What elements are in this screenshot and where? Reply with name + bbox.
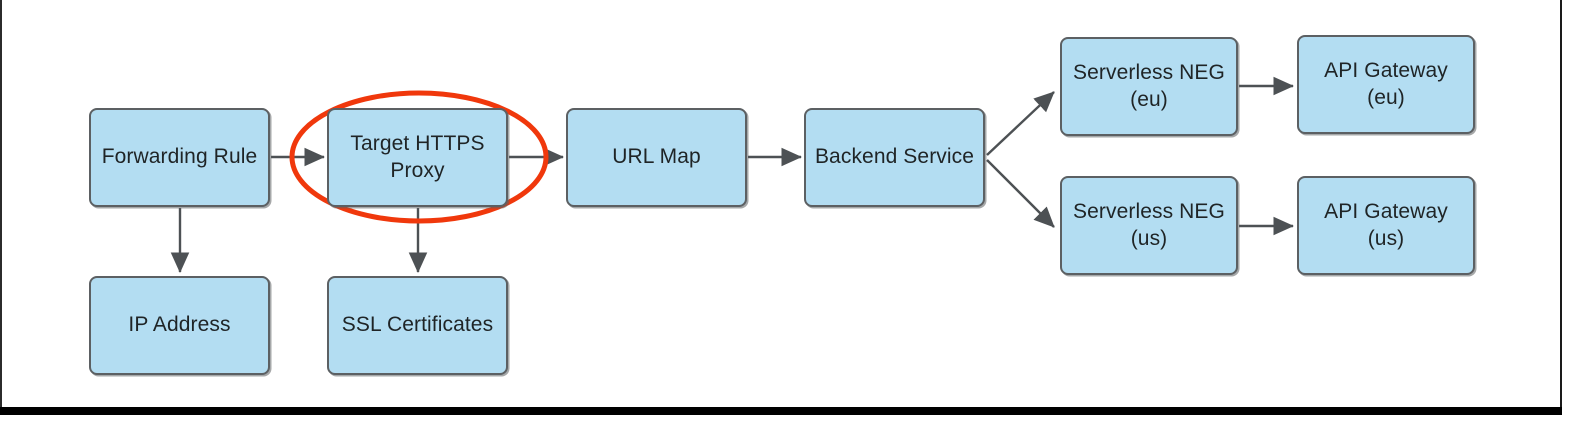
- node-api-gateway-eu[interactable]: API Gateway (eu): [1297, 35, 1475, 134]
- node-serverless-neg-eu[interactable]: Serverless NEG (eu): [1060, 37, 1238, 136]
- node-label-ip-address: IP Address: [128, 313, 231, 337]
- node-label-target-https-proxy: Target HTTPS Proxy: [350, 131, 485, 182]
- edge-backend-service-to-serverless-neg-eu: [986, 91, 1055, 156]
- node-ssl-certificates[interactable]: SSL Certificates: [327, 276, 508, 375]
- frame-border-left: [0, 0, 2, 409]
- node-label-api-gateway-eu: API Gateway (eu): [1324, 58, 1448, 109]
- edge-backend-service-to-serverless-neg-us: [986, 159, 1055, 228]
- node-ip-address[interactable]: IP Address: [89, 276, 270, 375]
- node-label-serverless-neg-us: Serverless NEG (us): [1073, 199, 1225, 250]
- node-url-map[interactable]: URL Map: [566, 108, 747, 207]
- node-label-forwarding-rule: Forwarding Rule: [101, 145, 258, 169]
- node-label-backend-service: Backend Service: [814, 145, 975, 169]
- node-label-ssl-certificates: SSL Certificates: [341, 313, 494, 337]
- node-forwarding-rule[interactable]: Forwarding Rule: [89, 108, 270, 207]
- node-label-api-gateway-us: API Gateway (us): [1324, 199, 1448, 250]
- node-target-https-proxy[interactable]: Target HTTPS Proxy: [327, 108, 508, 207]
- frame-border-bottom: [0, 407, 1562, 415]
- node-label-url-map: URL Map: [612, 145, 701, 169]
- frame-border-right: [1560, 0, 1562, 407]
- node-serverless-neg-us[interactable]: Serverless NEG (us): [1060, 176, 1238, 275]
- node-backend-service[interactable]: Backend Service: [804, 108, 985, 207]
- node-api-gateway-us[interactable]: API Gateway (us): [1297, 176, 1475, 275]
- node-label-serverless-neg-eu: Serverless NEG (eu): [1073, 60, 1225, 111]
